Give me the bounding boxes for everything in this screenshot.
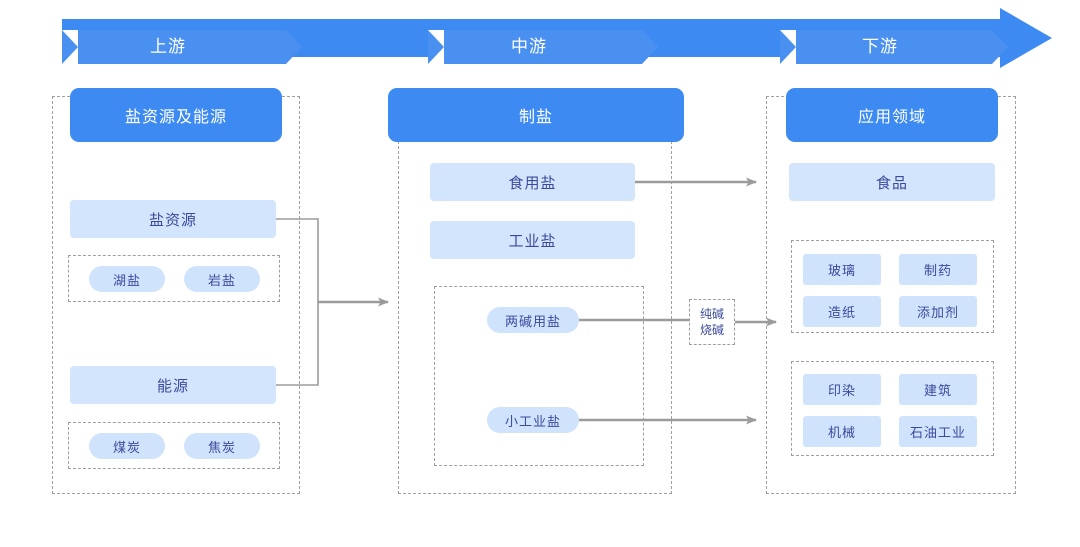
header-midstream[interactable]: 制盐 bbox=[388, 88, 684, 142]
group-application-industrial bbox=[791, 361, 994, 456]
stage-chevron-upstream[interactable]: 上游 bbox=[62, 30, 302, 64]
node-additives[interactable]: 添加剂 bbox=[899, 296, 977, 327]
node-salt-resource[interactable]: 盐资源 bbox=[70, 200, 276, 238]
node-construction[interactable]: 建筑 bbox=[899, 374, 977, 405]
node-printing-dyeing[interactable]: 印染 bbox=[803, 374, 881, 405]
node-edible-salt-label: 食用盐 bbox=[508, 174, 557, 192]
header-downstream-label: 应用领域 bbox=[857, 109, 926, 126]
node-two-alkali-salt-label: 两碱用盐 bbox=[504, 313, 561, 329]
node-caustic-soda-label: 烧碱 bbox=[699, 323, 724, 337]
node-coke[interactable]: 焦炭 bbox=[184, 433, 260, 459]
group-application-chemical bbox=[791, 240, 994, 333]
stage-label-downstream: 下游 bbox=[862, 37, 898, 56]
node-industrial-salt-label: 工业盐 bbox=[508, 232, 557, 250]
node-coal[interactable]: 煤炭 bbox=[89, 433, 165, 459]
node-food[interactable]: 食品 bbox=[789, 163, 995, 201]
header-upstream[interactable]: 盐资源及能源 bbox=[70, 88, 282, 142]
node-lake-salt[interactable]: 湖盐 bbox=[89, 266, 165, 292]
node-machinery-label: 机械 bbox=[827, 425, 856, 440]
node-additives-label: 添加剂 bbox=[916, 305, 959, 320]
node-papermaking[interactable]: 造纸 bbox=[803, 296, 881, 327]
header-downstream[interactable]: 应用领域 bbox=[786, 88, 998, 142]
node-energy[interactable]: 能源 bbox=[70, 366, 276, 404]
node-machinery[interactable]: 机械 bbox=[803, 416, 881, 447]
node-energy-label: 能源 bbox=[156, 377, 189, 395]
node-petroleum-industry-label: 石油工业 bbox=[909, 425, 966, 440]
stage-chevron-midstream[interactable]: 中游 bbox=[428, 30, 658, 64]
node-salt-resource-label: 盐资源 bbox=[148, 211, 197, 229]
node-coke-label: 焦炭 bbox=[207, 439, 236, 455]
node-soda-caustic[interactable]: 纯碱 烧碱 bbox=[689, 299, 735, 345]
node-food-label: 食品 bbox=[875, 174, 908, 192]
node-rock-salt-label: 岩盐 bbox=[207, 272, 236, 288]
node-construction-label: 建筑 bbox=[923, 383, 952, 398]
node-two-alkali-salt[interactable]: 两碱用盐 bbox=[487, 307, 579, 333]
node-printing-dyeing-label: 印染 bbox=[827, 383, 856, 398]
stage-label-midstream: 中游 bbox=[511, 37, 547, 56]
node-pharmaceutical-label: 制药 bbox=[923, 263, 952, 278]
node-industrial-salt[interactable]: 工业盐 bbox=[430, 221, 635, 259]
node-pharmaceutical[interactable]: 制药 bbox=[899, 254, 977, 285]
group-salt-resource-items bbox=[68, 255, 280, 302]
node-rock-salt[interactable]: 岩盐 bbox=[184, 266, 260, 292]
node-glass[interactable]: 玻璃 bbox=[803, 254, 881, 285]
node-small-industrial-salt[interactable]: 小工业盐 bbox=[487, 407, 579, 433]
node-small-industrial-salt-label: 小工业盐 bbox=[504, 413, 561, 429]
node-petroleum-industry[interactable]: 石油工业 bbox=[899, 416, 977, 447]
node-papermaking-label: 造纸 bbox=[827, 305, 856, 320]
header-upstream-label: 盐资源及能源 bbox=[124, 109, 227, 126]
group-industrial-salt-items bbox=[434, 286, 644, 466]
node-edible-salt[interactable]: 食用盐 bbox=[430, 163, 635, 201]
node-coal-label: 煤炭 bbox=[112, 439, 141, 455]
node-glass-label: 玻璃 bbox=[827, 263, 856, 278]
group-energy-items bbox=[68, 422, 280, 469]
stage-chevron-downstream[interactable]: 下游 bbox=[780, 30, 1008, 64]
header-midstream-label: 制盐 bbox=[518, 109, 553, 126]
node-soda-ash-label: 纯碱 bbox=[699, 307, 724, 321]
right-arrow-icon bbox=[1000, 8, 1052, 68]
node-lake-salt-label: 湖盐 bbox=[112, 272, 141, 288]
stage-label-upstream: 上游 bbox=[150, 37, 186, 56]
